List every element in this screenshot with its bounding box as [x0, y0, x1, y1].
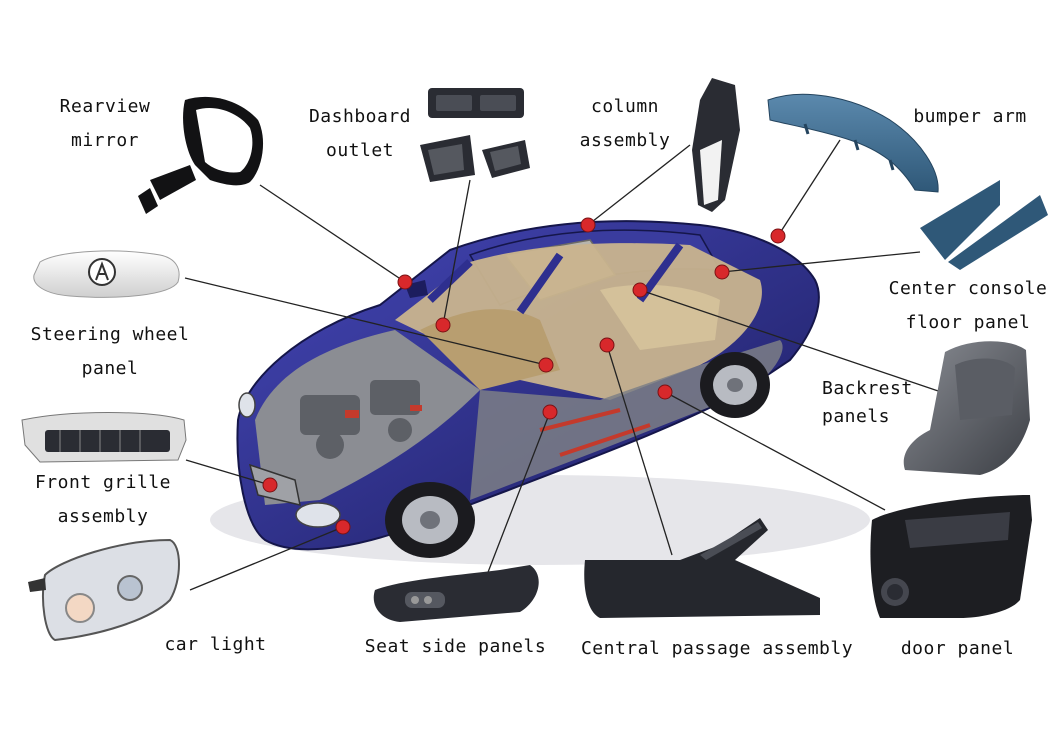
- seat-side-panel-icon: [373, 565, 539, 622]
- label-bumper-arm: bumper arm: [905, 100, 1035, 134]
- bumper-arm-icon: [767, 93, 939, 193]
- label-center-console-line1: Center console: [888, 278, 1048, 299]
- label-front-grille-line2: assembly: [57, 506, 149, 527]
- marker-bumper-arm: [770, 228, 786, 244]
- part-markers: [262, 217, 786, 535]
- label-center-console-floor-panel: Center console floor panel: [883, 272, 1053, 340]
- label-front-grille-line1: Front grille: [34, 472, 172, 493]
- marker-door-panel: [657, 384, 673, 400]
- marker-seat-side: [542, 404, 558, 420]
- label-backrest-panels-line2: panels: [822, 406, 891, 427]
- label-door-panel-line1: door panel: [900, 638, 1015, 659]
- marker-steering-wheel: [538, 357, 554, 373]
- label-dashboard-outlet-line1: Dashboard: [308, 106, 412, 127]
- label-rearview-mirror-line1: Rearview: [59, 96, 151, 117]
- steering-wheel-cover-icon: [33, 250, 180, 298]
- label-steering-wheel-panel-line2: panel: [81, 358, 139, 379]
- label-column-assembly: column assembly: [570, 90, 680, 158]
- headlight-icon: [28, 538, 180, 642]
- leader-lines: [184, 139, 951, 591]
- label-car-light: car light: [158, 628, 273, 662]
- marker-column-assembly: [580, 217, 596, 233]
- marker-center-console: [714, 264, 730, 280]
- label-dashboard-outlet: Dashboard outlet: [305, 100, 415, 168]
- label-rearview-mirror-line2: mirror: [70, 130, 140, 151]
- label-central-passage-line1: Central passage assembly: [580, 638, 854, 659]
- console-floor-panel-icon: [920, 180, 1048, 270]
- label-door-panel: door panel: [895, 632, 1020, 666]
- label-steering-wheel-panel: Steering wheel panel: [25, 318, 195, 386]
- front-grille-icon: [21, 412, 187, 463]
- label-backrest-panels-line1: Backrest: [822, 378, 913, 399]
- marker-central-passage: [599, 337, 615, 353]
- label-center-console-line2: floor panel: [905, 312, 1031, 333]
- label-rearview-mirror: Rearview mirror: [50, 90, 160, 158]
- label-column-assembly-line1: column: [590, 96, 660, 117]
- label-steering-wheel-panel-line1: Steering wheel: [30, 324, 190, 345]
- rearview-mirror-icon: [138, 96, 264, 214]
- label-column-assembly-line2: assembly: [579, 130, 671, 151]
- label-seat-side-panels-line1: Seat side panels: [364, 636, 547, 657]
- car-cutaway-illustration: [210, 220, 870, 565]
- central-passage-icon: [584, 518, 820, 618]
- marker-front-grille: [262, 477, 278, 493]
- backrest-panel-icon: [903, 341, 1030, 475]
- marker-car-light: [335, 519, 351, 535]
- steering-column-icon: [692, 78, 740, 212]
- marker-rearview-mirror: [397, 274, 413, 290]
- label-dashboard-outlet-line2: outlet: [325, 140, 395, 161]
- label-seat-side-panels: Seat side panels: [358, 630, 553, 664]
- label-car-light-line1: car light: [164, 634, 267, 655]
- label-central-passage-assembly: Central passage assembly: [577, 632, 857, 666]
- dashboard-vent-icon: [420, 88, 530, 182]
- label-front-grille-assembly: Front grille assembly: [28, 466, 178, 534]
- marker-backrest: [632, 282, 648, 298]
- label-bumper-arm-line1: bumper arm: [913, 106, 1027, 127]
- marker-dashboard-outlet: [435, 317, 451, 333]
- door-panel-icon: [870, 495, 1032, 618]
- label-backrest-panels: Backrest panels: [822, 375, 922, 431]
